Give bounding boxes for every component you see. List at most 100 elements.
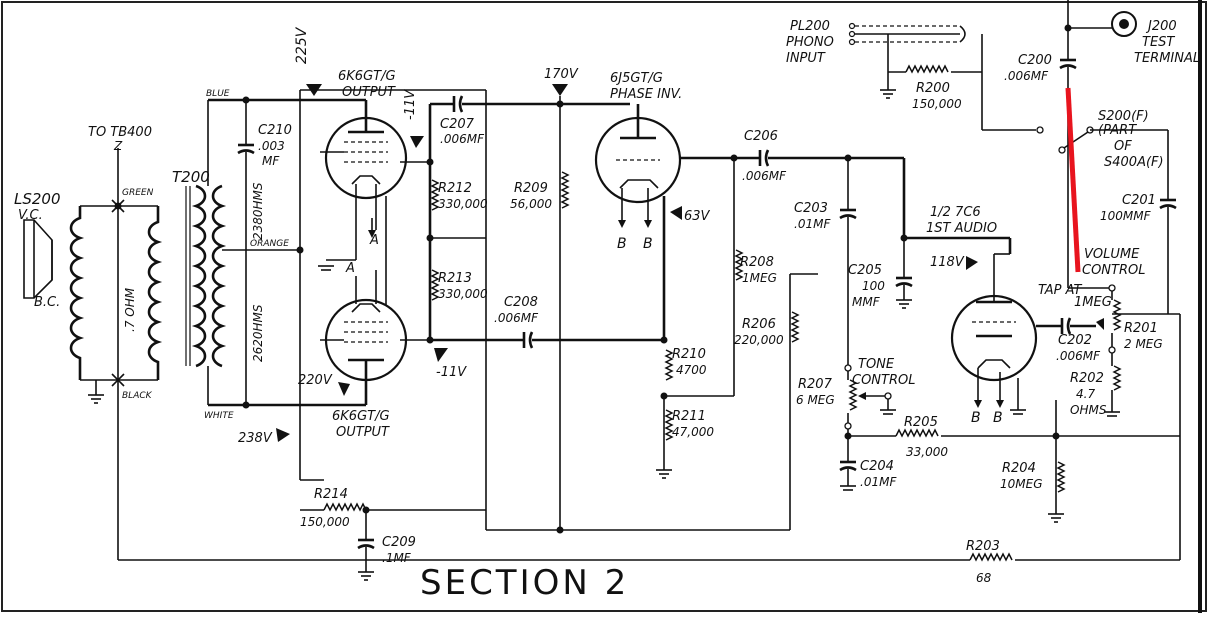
label-r204-value: 10MEG [1000,477,1043,491]
label-pin-b3: B [971,410,981,426]
capacitor-c209 [357,510,375,581]
label-170v: 170V [544,67,579,82]
resistor-r212 [430,179,440,211]
tube-6j5-phase-inverter [594,104,760,340]
label-tone-control: CONTROL [852,373,915,388]
tone-control-r207 [844,379,896,430]
label-07-ohm: .7 OHM [123,287,137,332]
voltage-marker-238 [276,428,290,442]
tube-6k6-lower [320,270,430,405]
label-r204: R204 [1002,461,1036,476]
label-r214: R214 [314,487,348,502]
resistor-r203 [969,436,1181,562]
label-volume: VOLUME [1084,247,1140,262]
section-title: SECTION 2 [420,563,629,603]
label-r200: R200 [916,81,950,96]
capacitor-c210 [237,100,255,405]
voltage-marker-11v-a [410,136,424,148]
resistor-r210 [664,349,674,381]
voice-coil [69,205,118,381]
label-r202-value: 4.7 [1076,387,1095,401]
label-black: BLACK [122,391,153,401]
transformer-t200 [185,98,366,407]
capacitor-c202 [1060,317,1096,335]
resistor-r214 [323,502,486,512]
label-r202-unit: OHMS [1070,403,1107,417]
label-r201-value: 2 MEG [1124,337,1163,351]
label-c206: C206 [744,129,778,144]
label-vc: V.C. [18,208,43,223]
label-tube1-type: 6K6GT/G [338,69,396,84]
label-tube3-type: 6J5GT/G [610,71,663,86]
label-118v: 118V [930,255,965,270]
label-bc: B.C. [34,295,60,310]
label-c210-value: .003 [258,139,285,153]
label-r206-value: 220,000 [734,333,784,347]
label-c208-value: .006MF [494,311,539,325]
label-pin-b1: B [617,236,627,252]
capacitor-c207 [452,95,630,113]
label-c206-value: .006MF [742,169,787,183]
label-c203-value: .01MF [794,217,831,231]
speaker-ls200 [23,219,53,299]
resistor-r204 [1048,461,1066,523]
label-input: INPUT [786,51,826,66]
bucking-coil [111,148,163,560]
label-c201: C201 [1122,193,1156,208]
label-2620hms: 2620HMS [251,304,265,362]
capacitor-c201 [1159,198,1177,314]
label-pin-b2: B [643,236,653,252]
label-c200: C200 [1018,53,1052,68]
label-r205: R205 [904,415,938,430]
resistor-r208 [734,249,744,281]
label-c209-value: .1MF [382,551,412,565]
switch-s200 [1036,126,1094,154]
voltage-marker-63 [670,206,682,220]
ground-symbol [656,469,672,479]
label-phono: PHONO [786,35,834,50]
capacitor-c203 [839,208,857,364]
ground-symbol [318,259,356,271]
label-pin-a2: A [345,261,355,276]
label-c208: C208 [504,295,538,310]
label-r206: R206 [742,317,776,332]
capacitor-c206 [758,149,848,167]
label-238v: 238V [238,431,273,446]
label-t200: T200 [172,168,210,186]
label-r211-value: 47,000 [672,425,714,439]
voltage-marker-118 [966,256,978,270]
label-neg11v-a: -11V [403,89,418,120]
label-r210-value: 4700 [676,363,707,377]
label-s400a: S400A(F) [1104,155,1164,170]
label-r200-value: 150,000 [912,97,962,111]
label-63v: 63V [684,209,711,224]
label-r214-value: 150,000 [300,515,350,529]
label-terminal: TERMINAL [1134,51,1200,66]
label-tube4-type: 1/2 7C6 [930,205,981,220]
label-tone: TONE [858,357,895,372]
capacitor-c205 [895,238,913,309]
label-c210: C210 [258,123,292,138]
label-c209: C209 [382,535,416,550]
test-terminal-j200 [1111,11,1137,37]
resistor-r202 [1104,365,1122,417]
label-1meg: 1MEG [1074,295,1112,310]
label-c205-unit: MMF [852,295,881,309]
label-c210-unit: MF [262,154,280,168]
resistor-r213 [430,269,440,301]
label-r208: R208 [740,255,774,270]
voltage-marker-220 [338,382,350,396]
label-r202: R202 [1070,371,1104,386]
label-220v: 220V [298,373,333,388]
label-r211: R211 [672,409,706,424]
label-orange: ORANGE [250,239,289,249]
label-s200: S200(F) [1098,109,1149,124]
label-c202: C202 [1058,333,1092,348]
label-c203: C203 [794,201,828,216]
label-r213-value: 330,000 [438,287,488,301]
ground-symbol [88,380,104,404]
label-c200-value: .006MF [1004,69,1049,83]
capacitor-c204 [839,436,857,491]
label-r201: R201 [1124,321,1158,336]
